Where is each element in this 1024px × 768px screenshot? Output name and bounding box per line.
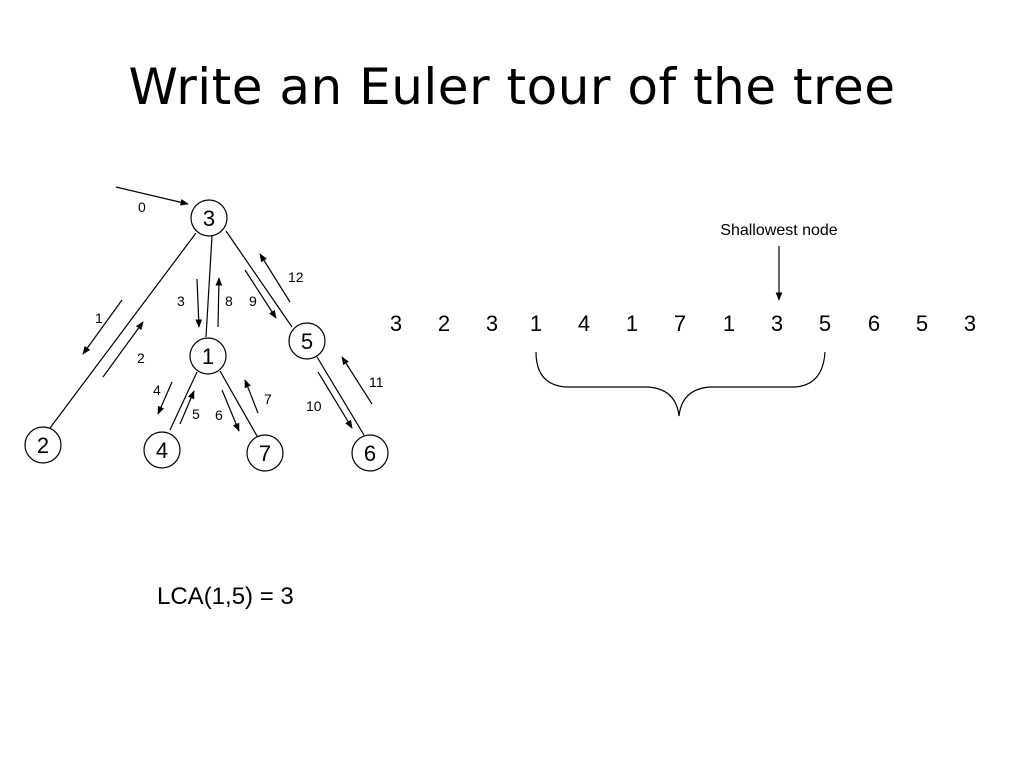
tree-node-1: 1	[189, 337, 227, 375]
node-label: 3	[203, 206, 215, 231]
tour-item: 3	[486, 311, 498, 336]
euler-tour-sequence: 3 2 3 1 4 1 7 1 3 5 6 5 3	[390, 311, 976, 336]
tour-arrows	[82, 186, 373, 432]
tour-item: 6	[868, 311, 880, 336]
tour-item: 3	[771, 311, 783, 336]
arrow-step-2	[102, 321, 144, 378]
step-label-4: 4	[153, 382, 161, 398]
tour-item: 2	[438, 311, 450, 336]
step-label-11: 11	[369, 374, 384, 390]
node-label: 4	[156, 438, 168, 463]
node-label: 7	[259, 441, 271, 466]
tree-node-6: 6	[351, 434, 389, 472]
step-label-10: 10	[306, 398, 322, 414]
shallowest-node-label: Shallowest node	[720, 222, 838, 239]
step-label-9: 9	[249, 293, 257, 309]
range-brace	[535, 351, 826, 417]
step-label-12: 12	[288, 269, 304, 285]
lca-result: LCA(1,5) = 3	[157, 583, 294, 610]
tour-item: 7	[674, 311, 686, 336]
step-label-5: 5	[192, 406, 200, 422]
tree-node-3: 3	[190, 199, 228, 237]
node-label: 5	[301, 329, 313, 354]
step-label-6: 6	[215, 407, 223, 423]
arrow-step-9	[244, 269, 277, 319]
arrow-step-12	[259, 253, 291, 303]
arrow-step-4	[157, 381, 173, 415]
tree-node-4: 4	[143, 431, 181, 469]
step-label-0: 0	[138, 199, 146, 215]
node-label: 1	[202, 344, 214, 369]
arrow-step-11	[341, 356, 373, 405]
slide-title: Write an Euler tour of the tree	[128, 58, 896, 116]
edge-3-1	[205, 235, 213, 338]
tree-nodes: 3 2 1 5 4 7 6	[24, 199, 389, 472]
arrow-step-8	[215, 277, 223, 328]
tour-item: 1	[530, 311, 542, 336]
tour-item: 3	[390, 311, 402, 336]
arrow-step-5	[179, 390, 195, 425]
arrow-step-10	[317, 371, 353, 429]
node-label: 2	[37, 433, 49, 458]
step-label-7: 7	[264, 391, 272, 407]
step-label-2: 2	[137, 350, 145, 366]
tree-edges	[49, 230, 365, 437]
node-label: 6	[364, 441, 376, 466]
arrow-step-6	[221, 389, 240, 432]
step-label-3: 3	[177, 293, 185, 309]
tour-item: 1	[723, 311, 735, 336]
tour-item: 3	[964, 311, 976, 336]
tree-node-2: 2	[24, 426, 62, 464]
edge-3-5	[225, 230, 293, 328]
tour-item: 4	[578, 311, 590, 336]
tree-node-7: 7	[246, 434, 284, 472]
tour-item: 1	[626, 311, 638, 336]
arrow-step-3	[195, 278, 203, 328]
tour-item: 5	[819, 311, 831, 336]
step-label-8: 8	[225, 293, 233, 309]
arrow-step-0	[115, 186, 189, 206]
step-labels: 0 1 2 3 8 9 12 4 5 6 7 10 11	[95, 199, 384, 423]
edge-1-7	[219, 370, 258, 437]
step-label-1: 1	[95, 310, 103, 326]
arrow-step-7	[244, 379, 259, 414]
arrow-step-1	[82, 299, 123, 355]
edge-5-6	[316, 356, 365, 436]
tour-item: 5	[916, 311, 928, 336]
tree-node-5: 5	[288, 322, 326, 360]
edge-1-4	[169, 371, 198, 431]
edge-3-2	[49, 232, 197, 429]
